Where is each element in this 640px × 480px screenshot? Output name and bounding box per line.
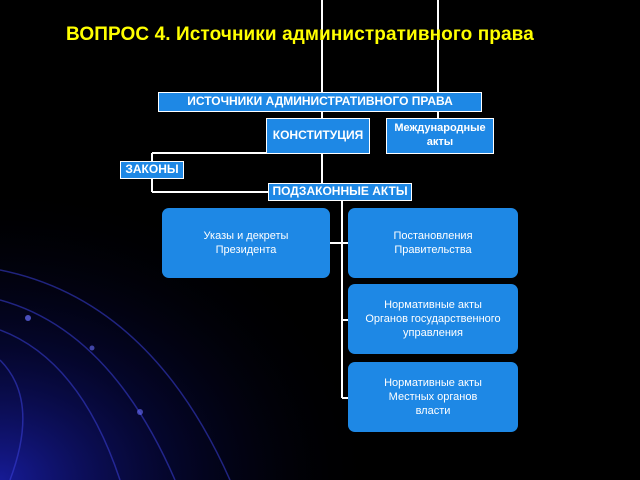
- node-local-authority-acts-label: Нормативные акты Местных органов власти: [384, 376, 482, 418]
- node-international-acts-label: Международные акты: [394, 122, 486, 148]
- node-laws-label: ЗАКОНЫ: [125, 162, 179, 177]
- node-bylaws: ПОДЗАКОННЫЕ АКТЫ: [268, 183, 412, 201]
- node-local-authority-acts: Нормативные акты Местных органов власти: [348, 362, 518, 432]
- node-government-resolutions: Постановления Правительства: [348, 208, 518, 278]
- node-bylaws-label: ПОДЗАКОННЫЕ АКТЫ: [272, 184, 408, 199]
- node-state-administration-acts: Нормативные акты Органов государственног…: [348, 284, 518, 354]
- node-constitution: КОНСТИТУЦИЯ: [266, 118, 370, 154]
- node-international-acts: Международные акты: [386, 118, 494, 154]
- node-admin-law-sources: ИСТОЧНИКИ АДМИНИСТРАТИВНОГО ПРАВА: [158, 92, 482, 112]
- slide-title: ВОПРОС 4. Источники административного пр…: [66, 24, 534, 45]
- node-state-administration-acts-label: Нормативные акты Органов государственног…: [365, 298, 501, 340]
- node-constitution-label: КОНСТИТУЦИЯ: [272, 128, 364, 143]
- node-laws: ЗАКОНЫ: [120, 161, 184, 179]
- node-government-resolutions-label: Постановления Правительства: [393, 229, 473, 256]
- node-presidential-decrees-label: Указы и декреты Президента: [203, 229, 289, 256]
- node-presidential-decrees: Указы и декреты Президента: [162, 208, 330, 278]
- node-admin-law-sources-label: ИСТОЧНИКИ АДМИНИСТРАТИВНОГО ПРАВА: [187, 94, 453, 109]
